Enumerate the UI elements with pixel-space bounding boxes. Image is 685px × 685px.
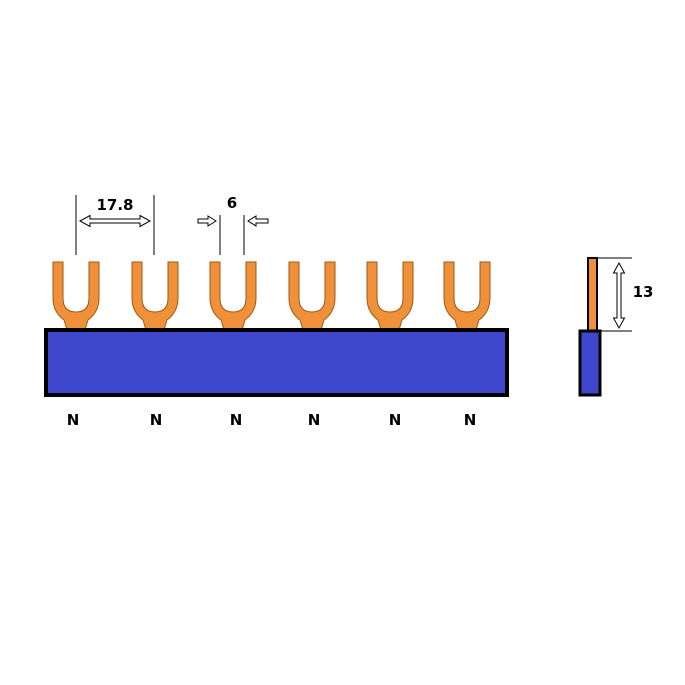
pitch-label: 17.8: [96, 196, 133, 214]
terminal-label: N: [230, 411, 243, 429]
height-label: 13: [633, 283, 654, 301]
side-view-bar: [578, 329, 602, 397]
fork-group: [52, 261, 491, 331]
fork-4: [288, 261, 336, 331]
arrow-left-icon: [247, 215, 269, 227]
bus-bar: [44, 328, 509, 397]
fork-3: [209, 261, 257, 331]
fork-2: [131, 261, 179, 331]
terminal-label: N: [464, 411, 477, 429]
fork-5: [366, 261, 414, 331]
fork-6: [443, 261, 491, 331]
double-arrow-icon: [78, 214, 152, 228]
side-view: 13: [578, 257, 654, 397]
pitch-dimension: 17.8: [75, 195, 155, 255]
side-view-fork: [587, 257, 598, 332]
arrow-right-icon: [197, 215, 217, 227]
terminal-label: N: [308, 411, 321, 429]
slot-label: 6: [227, 194, 237, 212]
slot-dimension: 6: [197, 194, 269, 255]
terminal-label: N: [389, 411, 402, 429]
terminal-label: N: [150, 411, 163, 429]
terminal-labels: N N N N N N: [67, 411, 477, 429]
terminal-label: N: [67, 411, 80, 429]
fork-1: [52, 261, 100, 331]
double-arrow-vertical-icon: [612, 261, 626, 330]
